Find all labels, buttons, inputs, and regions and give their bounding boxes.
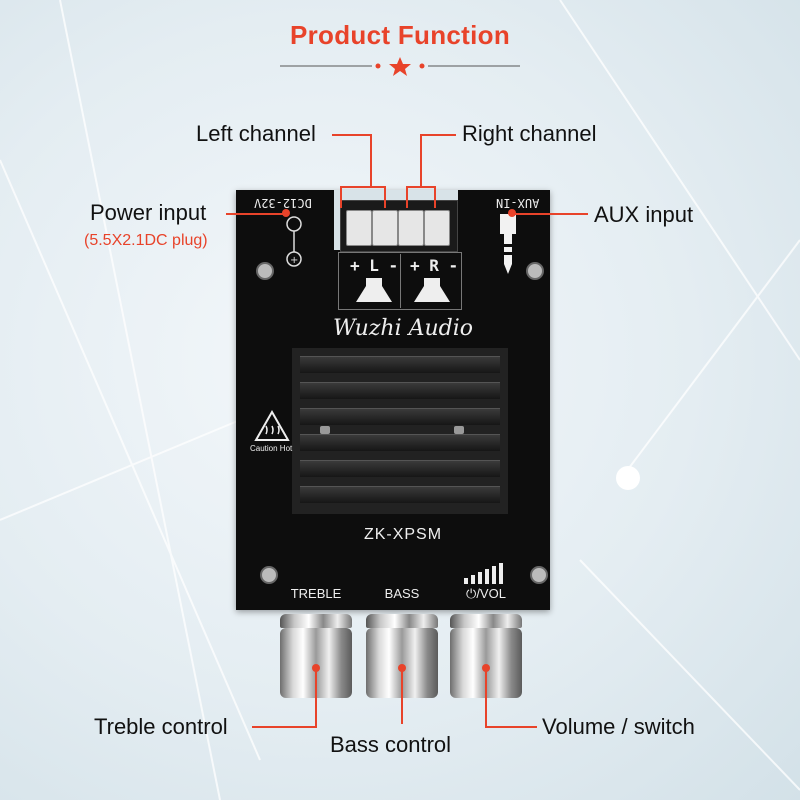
aux-jack-icon <box>500 214 516 274</box>
treble-silk-label: TREBLE <box>290 586 342 601</box>
heatsink-fin <box>300 356 500 373</box>
heatsink-fin <box>300 408 500 425</box>
channel-divider <box>400 254 401 308</box>
dc-jack-icon: + <box>286 216 302 267</box>
right-channel-silk: + R - <box>410 256 459 275</box>
heatsink-fin <box>300 434 500 451</box>
page-title: Product Function <box>290 20 510 50</box>
treble-control-label: Treble control <box>94 714 228 739</box>
callout-line <box>512 213 588 215</box>
svg-text:+: + <box>290 255 298 266</box>
callout-line <box>252 726 317 728</box>
callout-line <box>340 186 342 208</box>
speaker-left-icon <box>356 278 392 302</box>
terminal-left-plus <box>346 210 372 246</box>
callout-line <box>485 668 487 726</box>
callout-line <box>340 186 386 188</box>
callout-dot <box>282 209 290 217</box>
callout-line <box>434 186 436 208</box>
power-jack-panel <box>238 190 334 282</box>
treble-knob[interactable] <box>280 614 352 698</box>
callout-line <box>406 186 408 208</box>
aux-silk-label: AUX-IN <box>496 196 540 210</box>
callout-line <box>332 134 372 136</box>
heatsink-screw <box>454 426 464 434</box>
left-channel-silk: + L - <box>350 256 399 275</box>
heatsink-screw <box>320 426 330 434</box>
volume-switch-label: Volume / switch <box>542 714 695 739</box>
screw-icon <box>260 566 278 584</box>
callout-line <box>315 668 317 726</box>
terminal-left-minus <box>372 210 398 246</box>
heatsink-fin <box>300 486 500 503</box>
caution-hot-label: Caution Hot <box>250 444 293 453</box>
knob-cap <box>366 614 438 628</box>
speaker-right-icon <box>414 278 450 302</box>
callout-line <box>485 726 537 728</box>
callout-line <box>420 134 456 136</box>
screw-icon <box>256 262 274 280</box>
callout-line <box>226 213 286 215</box>
callout-line <box>370 134 372 186</box>
aux-input-label: AUX input <box>594 202 694 227</box>
title-divider <box>280 57 520 76</box>
bass-control-label: Bass control <box>330 732 452 757</box>
callout-line <box>420 134 422 186</box>
callout-line <box>401 668 403 724</box>
screw-icon <box>530 566 548 584</box>
callout-dot <box>508 209 516 217</box>
vol-silk-label: ⏻/VOL <box>466 586 506 601</box>
left-channel-label: Left channel <box>196 121 316 146</box>
terminal-right-plus <box>424 210 450 246</box>
brand-logo: Wuzhi Audio <box>332 316 474 341</box>
power-input-label: Power input <box>90 200 207 225</box>
terminal-right-minus <box>398 210 424 246</box>
bass-knob[interactable] <box>366 614 438 698</box>
callout-line <box>406 186 436 188</box>
bass-silk-label: BASS <box>384 586 420 601</box>
knob-cap <box>450 614 522 628</box>
power-input-sublabel: (5.5X2.1DC plug) <box>84 232 208 249</box>
power-silk-label: DC12-32V <box>254 196 312 210</box>
caution-hot-icon <box>254 410 290 441</box>
screw-icon <box>526 262 544 280</box>
right-channel-label: Right channel <box>462 121 597 146</box>
silk-frame <box>338 252 462 310</box>
heatsink-fin <box>300 460 500 477</box>
callout-line <box>384 186 386 208</box>
volume-level-icon <box>464 563 503 584</box>
model-label: ZK-XPSM <box>363 526 443 543</box>
knob-cap <box>280 614 352 628</box>
heatsink-fin <box>300 382 500 399</box>
